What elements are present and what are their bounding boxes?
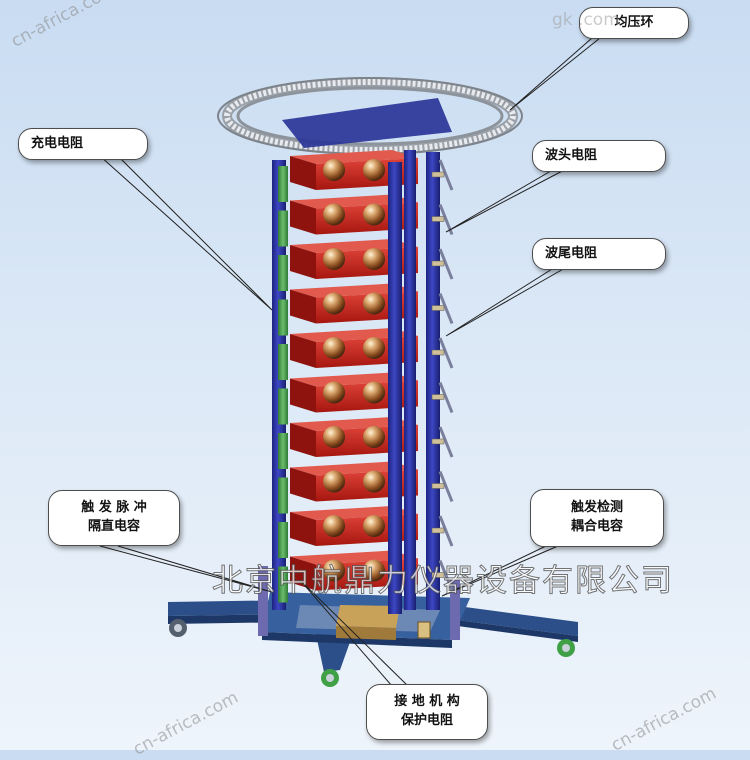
terminal-clamp <box>431 572 445 578</box>
spark-gap-sphere <box>323 248 345 270</box>
terminal-clamp <box>431 260 445 267</box>
base-casters <box>169 619 575 687</box>
charging-resistor-bars <box>278 166 288 603</box>
spark-gap-sphere <box>363 292 385 315</box>
spark-gap-sphere <box>323 292 345 315</box>
watermark-company: 北京中航鼎力仪器设备有限公司 <box>212 563 674 600</box>
callout-wavefront-resistor: 波头电阻 <box>532 140 666 172</box>
terminal-clamp <box>431 483 445 489</box>
charging-resistor-bar <box>278 299 288 336</box>
charging-resistor-bar <box>278 344 288 380</box>
spark-gap-sphere <box>363 559 385 582</box>
spark-gap-sphere <box>323 337 345 359</box>
wave-resistor-link <box>438 381 454 414</box>
callout-charging-resistor: 充电电阻 <box>18 128 148 160</box>
wave-resistor-link <box>438 159 454 191</box>
charging-resistor-bar <box>278 566 288 603</box>
charging-resistor-bar <box>278 166 288 202</box>
spark-gap-sphere <box>323 515 345 537</box>
callout-grading-ring: 均压环 <box>579 7 689 39</box>
callout-trigger-isolation-capacitor: 触 发 脉 冲 隔直电容 <box>48 490 180 546</box>
terminal-clamp <box>431 171 445 178</box>
terminal-clamp <box>431 349 445 356</box>
charging-resistor-bar <box>278 210 288 247</box>
terminal-clamp <box>431 394 445 400</box>
spark-gap-sphere <box>363 426 385 448</box>
charging-resistor-bar <box>278 388 288 425</box>
wave-resistor-link <box>438 515 454 547</box>
spark-gap-sphere <box>363 159 385 181</box>
spark-gap-sphere <box>323 203 345 226</box>
charging-resistor-bar <box>278 477 288 514</box>
spark-gap-sphere <box>323 426 345 448</box>
spark-gap-sphere <box>363 337 385 359</box>
spark-gap-sphere <box>363 203 385 226</box>
callout-grounding-protection-resistor: 接 地 机 构 保护电阻 <box>366 684 488 740</box>
terminal-clamp <box>431 216 445 222</box>
spark-gap-sphere <box>323 470 345 493</box>
spark-gap-sphere <box>323 159 345 181</box>
spark-gap-sphere <box>363 381 385 404</box>
wave-resistor-link <box>438 559 454 592</box>
terminal-clamp <box>431 527 445 534</box>
terminal-clamp <box>431 438 445 445</box>
wave-resistor-chain <box>431 159 454 592</box>
wave-resistor-link <box>438 248 454 280</box>
leader-lines <box>99 37 601 687</box>
grading-ring <box>217 77 523 155</box>
spark-gap-sphere <box>363 515 385 537</box>
terminal-clamp <box>431 305 445 311</box>
spark-gap-sphere <box>363 248 385 270</box>
charging-resistor-bar <box>278 255 288 291</box>
wave-resistor-link <box>438 470 454 503</box>
callout-trigger-coupling-capacitor: 触发检测 耦合电容 <box>530 489 664 547</box>
charging-resistor-bar <box>278 522 288 558</box>
wave-resistor-link <box>438 292 454 325</box>
spark-gap-sphere <box>363 470 385 493</box>
callout-wavetail-resistor: 波尾电阻 <box>532 238 666 270</box>
charging-resistor-bar <box>278 433 288 469</box>
wave-resistor-link <box>438 337 454 369</box>
watermark-top-right: gk .com <box>552 10 620 30</box>
spark-gap-sphere <box>323 559 345 582</box>
wave-resistor-link <box>438 426 454 458</box>
spark-gap-sphere <box>323 381 345 404</box>
